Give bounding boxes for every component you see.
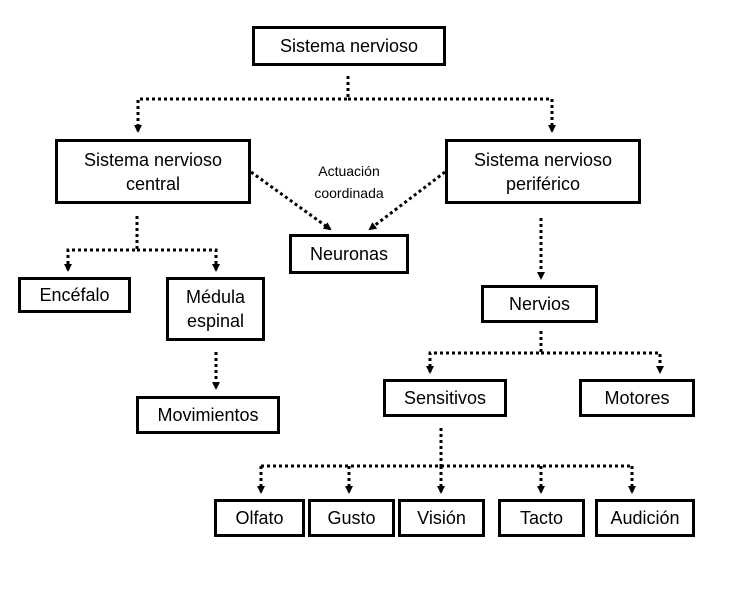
edge-central-brain: [64, 216, 139, 272]
node-motores: Motores: [579, 379, 695, 417]
node-sistema-nervioso-periferico: Sistema nervioso periférico: [445, 139, 641, 204]
edge-root-central: [134, 76, 350, 133]
edge-nerves-motor: [541, 351, 664, 374]
edge-nerves-sensory: [426, 331, 543, 374]
node-sistema-nervioso-central: Sistema nervioso central: [55, 139, 251, 204]
node-nervios: Nervios: [481, 285, 598, 323]
node-encefalo: Encéfalo: [18, 277, 131, 313]
node-medula-espinal: Médula espinal: [166, 277, 265, 341]
edge-central-spinal: [137, 248, 220, 272]
node-tacto: Tacto: [498, 499, 585, 537]
edge-peripheral-neurons: [368, 170, 446, 231]
node-sistema-nervioso: Sistema nervioso: [252, 26, 446, 66]
node-olfato: Olfato: [214, 499, 305, 537]
edge-root-peripheral: [348, 97, 556, 133]
node-gusto: Gusto: [308, 499, 395, 537]
node-neuronas: Neuronas: [289, 234, 409, 274]
node-audicion: Audición: [595, 499, 695, 537]
annotation-actuacion-coordinada: Actuación coordinada: [314, 163, 384, 201]
node-sensitivos: Sensitivos: [383, 379, 507, 417]
edge-central-neurons: [250, 170, 332, 231]
node-movimientos: Movimientos: [136, 396, 280, 434]
node-vision: Visión: [398, 499, 485, 537]
